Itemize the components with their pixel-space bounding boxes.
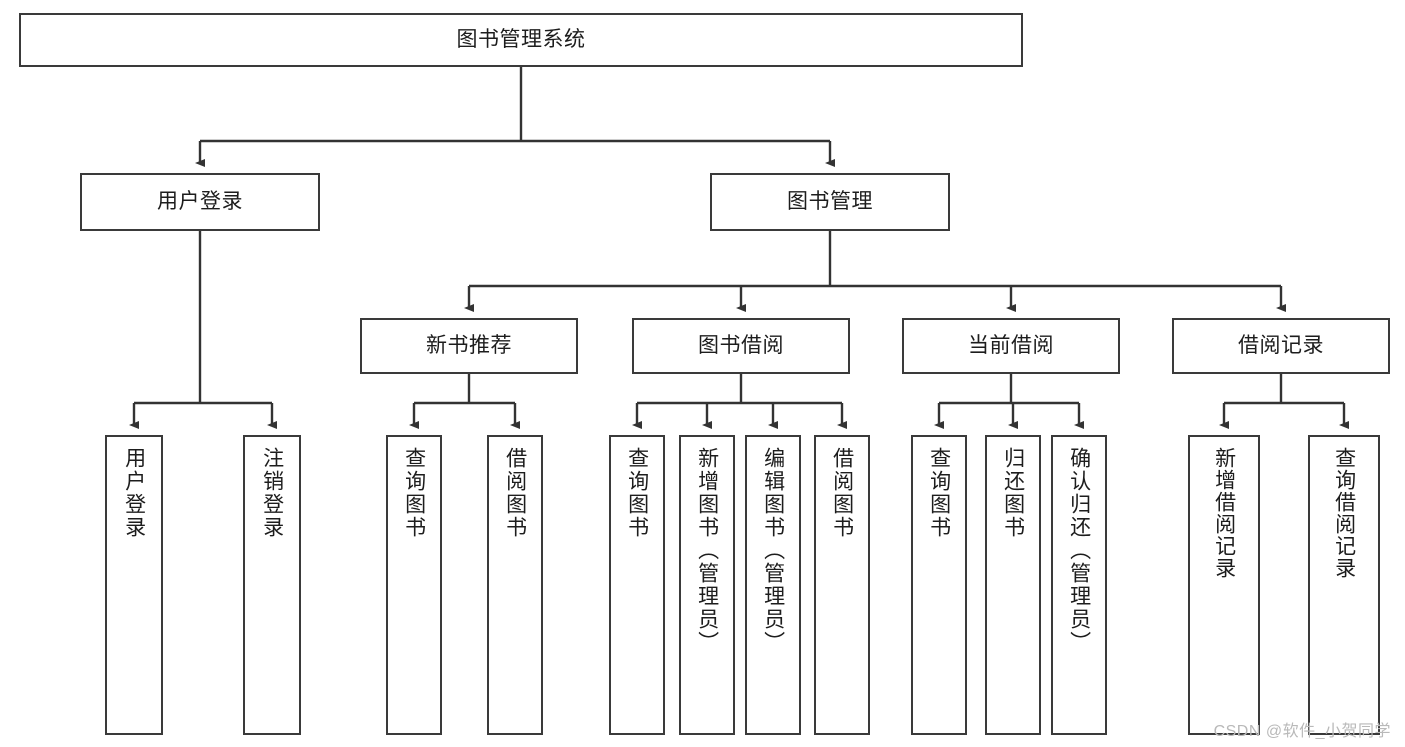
node-label: 新书推荐 [426, 333, 512, 357]
node-leaf-user-login[interactable]: 用户登录 [105, 435, 163, 735]
node-current[interactable]: 当前借阅 [902, 318, 1120, 374]
node-newbook[interactable]: 新书推荐 [360, 318, 578, 374]
node-leaf-edit-book[interactable]: 编辑图书（管理员） [745, 435, 801, 735]
node-label: 新增借阅记录 [1212, 447, 1236, 579]
node-login[interactable]: 用户登录 [80, 173, 320, 231]
node-label: 借阅图书 [503, 447, 527, 539]
node-label: 查询图书 [927, 447, 951, 539]
node-root[interactable]: 图书管理系统 [19, 13, 1023, 67]
node-leaf-return-book[interactable]: 归还图书 [985, 435, 1041, 735]
node-label: 借阅图书 [830, 447, 854, 539]
node-leaf-query-book-3[interactable]: 查询图书 [911, 435, 967, 735]
node-leaf-query-book-2[interactable]: 查询图书 [609, 435, 665, 735]
node-label: 图书管理 [787, 189, 873, 213]
node-label: 编辑图书（管理员） [761, 447, 785, 654]
node-leaf-logout[interactable]: 注销登录 [243, 435, 301, 735]
node-leaf-add-book[interactable]: 新增图书（管理员） [679, 435, 735, 735]
node-label: 查询借阅记录 [1332, 447, 1356, 579]
node-label: 查询图书 [625, 447, 649, 539]
node-leaf-borrow-book-1[interactable]: 借阅图书 [487, 435, 543, 735]
node-label: 借阅记录 [1238, 333, 1324, 357]
node-label: 图书借阅 [698, 333, 784, 357]
node-label: 归还图书 [1001, 447, 1025, 539]
node-label: 注销登录 [260, 447, 284, 539]
node-leaf-confirm-return[interactable]: 确认归还（管理员） [1051, 435, 1107, 735]
node-leaf-query-book-1[interactable]: 查询图书 [386, 435, 442, 735]
node-label: 确认归还（管理员） [1067, 447, 1091, 654]
node-label: 用户登录 [157, 189, 243, 213]
node-leaf-query-record[interactable]: 查询借阅记录 [1308, 435, 1380, 735]
node-bookmgmt[interactable]: 图书管理 [710, 173, 950, 231]
node-records[interactable]: 借阅记录 [1172, 318, 1390, 374]
node-label: 当前借阅 [968, 333, 1054, 357]
watermark: CSDN @软件_小贺同学 [1213, 723, 1391, 740]
node-borrow[interactable]: 图书借阅 [632, 318, 850, 374]
node-leaf-borrow-book-2[interactable]: 借阅图书 [814, 435, 870, 735]
node-label: 用户登录 [122, 447, 146, 539]
node-label: 查询图书 [402, 447, 426, 539]
node-label: 新增图书（管理员） [695, 447, 719, 654]
node-leaf-add-record[interactable]: 新增借阅记录 [1188, 435, 1260, 735]
node-label: 图书管理系统 [456, 27, 586, 51]
